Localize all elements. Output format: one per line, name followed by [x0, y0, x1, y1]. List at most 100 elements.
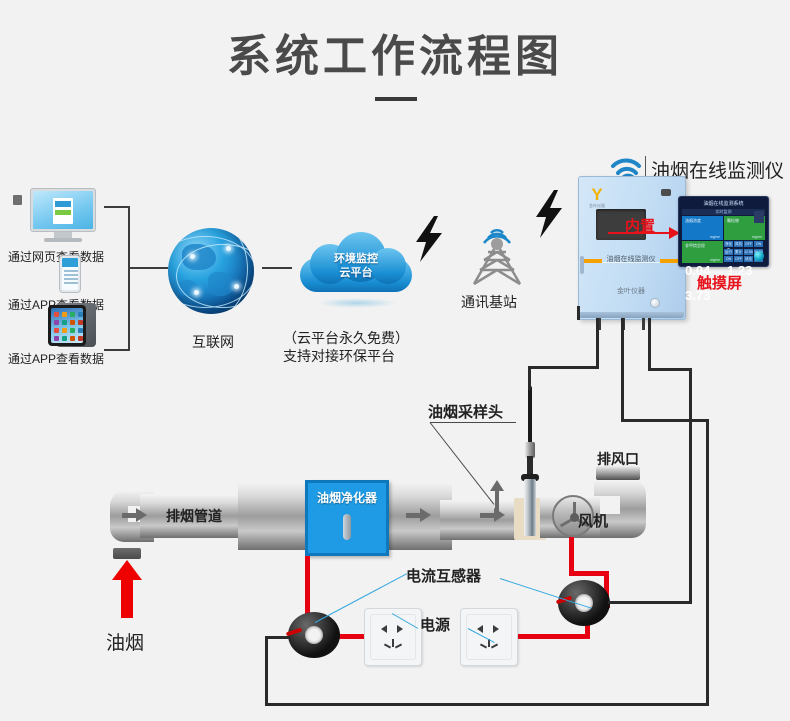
bracket-stub — [128, 267, 140, 269]
hmi-status-cell[interactable]: 风机 — [734, 241, 743, 247]
fan-label: 风机 — [578, 513, 609, 530]
probe-cable — [528, 386, 532, 446]
current-transformer-left — [285, 612, 340, 658]
tablet-app-icon — [70, 320, 75, 325]
hmi-status-cell[interactable]: ON — [754, 241, 763, 247]
tablet-front — [48, 305, 86, 346]
power-socket-left[interactable] — [364, 608, 422, 666]
fume-label: 油烟 — [106, 633, 145, 654]
hmi-home-button[interactable] — [754, 251, 764, 261]
tablet-app-icon — [78, 320, 83, 325]
tablet-app-icon — [54, 320, 59, 325]
flow-arrow — [494, 508, 505, 522]
probe-leader-h — [430, 422, 516, 423]
probe-collar — [521, 474, 539, 481]
device-body — [578, 176, 686, 320]
socket-label: 电源 — [420, 617, 451, 634]
outlet-cutout — [594, 496, 620, 514]
link-internet-to-cloud — [262, 267, 292, 269]
callout-pointer — [645, 156, 646, 180]
lightning-bolt-icon — [536, 190, 562, 238]
tablet-app-icon — [62, 320, 67, 325]
probe-connector — [525, 442, 535, 458]
hmi-readout-name: 颗粒物 — [727, 218, 739, 223]
duct-up-arrow — [490, 480, 504, 516]
hmi-readout-unit: mg/m³ — [710, 258, 720, 262]
device-embedded-screen[interactable] — [596, 209, 646, 240]
tablet-app-icon — [78, 328, 83, 333]
desktop-pc-icon — [10, 188, 96, 244]
hmi-readout-name: 油烟浓度 — [685, 218, 701, 223]
page-title: 系统工作流程图 — [227, 32, 563, 81]
signal-cable-mid-down — [621, 318, 624, 421]
tablet-caption: 通过APP查看数据 — [8, 352, 105, 366]
tablet-icon — [48, 303, 96, 347]
webpage-thumbnail — [53, 198, 73, 224]
exhaust-duct-label: 排烟管道 — [166, 508, 222, 524]
probe-stem — [527, 456, 533, 478]
builtin-arrowhead — [669, 227, 680, 239]
power-socket-right[interactable] — [460, 608, 518, 666]
purifier-handle[interactable] — [343, 514, 351, 540]
device-model-label: 油烟在线监测仪 — [606, 256, 656, 263]
bracket-spine — [128, 206, 130, 351]
cloud-label-line2: 云平台 — [339, 267, 373, 279]
outlet-label: 排风口 — [597, 451, 639, 467]
builtin-arrow-shaft — [620, 232, 675, 234]
power-wire-to-right-ct — [604, 571, 609, 599]
tablet-app-icon — [62, 328, 67, 333]
signal-cable-left-riser — [265, 636, 268, 706]
device-indicator-knob[interactable] — [650, 298, 660, 308]
tablet-app-icon — [78, 336, 83, 341]
hmi-readout-unit: mg/m³ — [752, 235, 762, 239]
device-stripe-left — [582, 259, 602, 263]
flow-arrow-tail — [480, 513, 494, 518]
hmi-readout-cell[interactable]: 非甲烷总烃 3.73 mg/m³ — [682, 241, 723, 303]
hmi-status-cell[interactable]: 12.5h — [744, 248, 753, 255]
fume-purifier[interactable]: 油烟净化器 — [305, 480, 389, 556]
hmi-readout-value: 3.73 — [685, 288, 711, 303]
online-fume-monitor-device[interactable]: Y 金叶仪器 油烟在线监测仪 金叶仪器 — [578, 176, 686, 330]
hmi-status-cell[interactable]: OFF — [744, 241, 753, 247]
tablet-screen — [51, 308, 83, 343]
signal-cable-to-ct-right — [608, 601, 692, 604]
duct-expansion — [238, 482, 314, 550]
touchscreen-label: 触摸屏 — [697, 275, 743, 292]
device-logo: Y — [591, 185, 603, 204]
signal-cable-right-long-down — [689, 368, 692, 603]
probe-body — [524, 479, 536, 536]
cloud-label-line1: 环境监控 — [334, 253, 378, 265]
tablet-app-icon — [54, 312, 59, 317]
fan-icon — [552, 495, 594, 537]
builtin-leader-to-screen — [608, 232, 622, 234]
hmi-status-cell[interactable]: 状态 — [744, 256, 753, 263]
device-cable-pin — [642, 318, 645, 330]
link-devices-to-internet — [140, 267, 168, 269]
monitor-base — [44, 238, 82, 242]
pc-monitor-icon — [30, 188, 96, 232]
cloud-shadow — [317, 298, 397, 308]
phone-screen — [62, 258, 78, 290]
cloud-note-2: 支持对接环保平台 — [283, 348, 395, 364]
power-wire-fan-right — [569, 571, 609, 576]
duct-inlet-stub — [113, 548, 141, 559]
hmi-title: 油烟在线监测系统 — [703, 201, 744, 207]
pc-screen — [33, 191, 93, 229]
purifier-label: 油烟净化器 — [316, 491, 377, 505]
lightning-bolt-icon — [416, 216, 442, 262]
hmi-status-cell[interactable]: ON — [724, 256, 733, 263]
monitor-stand — [54, 232, 72, 238]
power-wire-socket2-right — [512, 634, 590, 639]
base-station-label: 通讯基站 — [461, 294, 517, 310]
bracket-top — [104, 206, 130, 208]
device-speaker-grille — [661, 189, 671, 196]
tablet-app-icon — [70, 312, 75, 317]
exhaust-outlet-hood — [596, 466, 640, 480]
hmi-settings-button[interactable] — [754, 211, 764, 223]
hmi-status-cell[interactable]: OFF — [734, 256, 743, 263]
hmi-readout-name: 非甲烷总烃 — [685, 243, 705, 248]
title-divider — [375, 97, 417, 101]
